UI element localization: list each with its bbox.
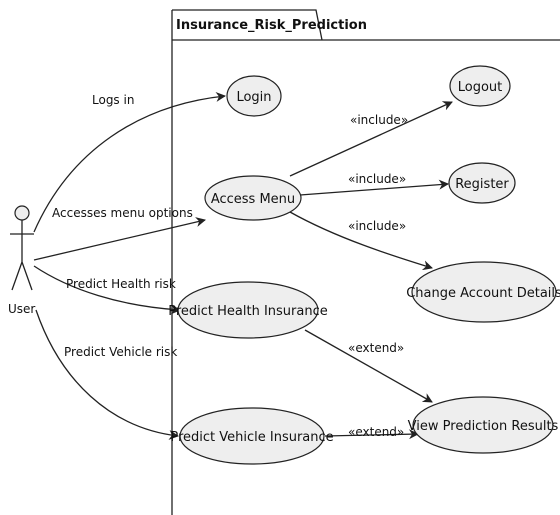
package-tab xyxy=(172,9,323,41)
edge-label-include-register: «include» xyxy=(348,172,406,186)
edge-label-predict-vehicle: Predict Vehicle risk xyxy=(64,345,177,359)
edge-label-predict-health: Predict Health risk xyxy=(66,277,176,291)
use-case-access-menu-label: Access Menu xyxy=(211,192,295,207)
use-case-view-results: View Prediction Results xyxy=(408,396,559,454)
edge-extend-vehicle xyxy=(324,429,419,440)
edge-accesses-menu xyxy=(33,217,206,261)
edge-label-extend-health: «extend» xyxy=(348,341,404,355)
edge-predict-vehicle xyxy=(35,309,179,440)
actor-user: User xyxy=(8,205,35,316)
use-case-predict-health: Predict Health Insurance xyxy=(168,281,328,339)
actor-head xyxy=(14,205,30,221)
use-case-predict-vehicle-label: Predict Vehicle Insurance xyxy=(170,430,333,445)
use-case-change-account-label: Change Account Details xyxy=(406,286,560,301)
use-case-access-menu: Access Menu xyxy=(204,175,302,221)
edge-label-extend-vehicle: «extend» xyxy=(348,425,404,439)
use-case-logout-label: Logout xyxy=(458,80,503,95)
use-case-login-label: Login xyxy=(236,90,271,105)
edge-include-register xyxy=(299,179,449,196)
edge-extend-health xyxy=(304,329,433,403)
use-case-register: Register xyxy=(448,162,516,204)
edge-logs-in xyxy=(33,91,226,233)
use-case-register-label: Register xyxy=(455,177,509,192)
use-case-login: Login xyxy=(226,75,282,117)
edge-include-change xyxy=(289,211,433,271)
edge-label-accesses-menu: Accesses menu options xyxy=(52,206,193,220)
edge-include-logout xyxy=(289,101,453,177)
package-title: Insurance_Risk_Prediction xyxy=(176,18,367,33)
use-case-view-results-label: View Prediction Results xyxy=(408,419,559,434)
actor-body xyxy=(10,220,34,291)
use-case-predict-vehicle: Predict Vehicle Insurance xyxy=(170,407,334,465)
edge-label-include-change: «include» xyxy=(348,219,406,233)
actor-label: User xyxy=(8,302,35,316)
edge-label-include-logout: «include» xyxy=(350,113,408,127)
use-case-predict-health-label: Predict Health Insurance xyxy=(168,304,328,319)
edge-predict-health xyxy=(33,265,181,315)
edge-label-logs-in: Logs in xyxy=(92,93,134,107)
use-case-change-account: Change Account Details xyxy=(406,261,560,323)
use-case-logout: Logout xyxy=(449,65,511,107)
